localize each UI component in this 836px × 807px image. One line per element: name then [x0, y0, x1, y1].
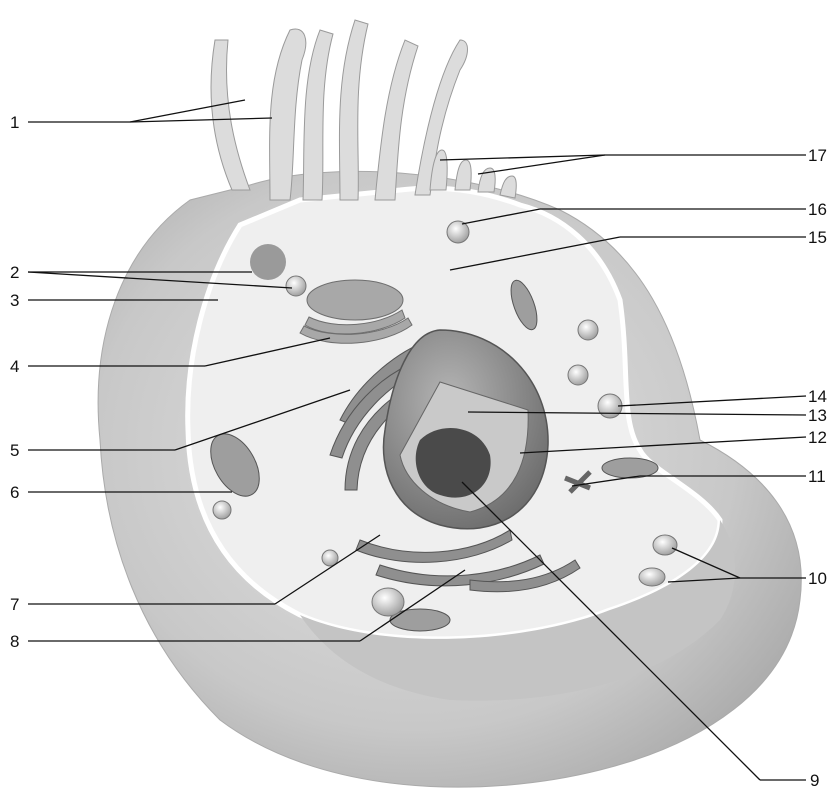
label-16: 16: [808, 200, 827, 219]
label-9: 9: [810, 771, 819, 790]
label-10: 10: [808, 569, 827, 588]
label-2: 2: [10, 263, 19, 282]
label-1: 1: [10, 113, 19, 132]
label-8: 8: [10, 632, 19, 651]
label-14: 14: [808, 387, 827, 406]
label-4: 4: [10, 357, 19, 376]
label-12: 12: [808, 428, 827, 447]
label-11: 11: [808, 467, 826, 486]
label-3: 3: [10, 291, 19, 310]
label-6: 6: [10, 483, 19, 502]
label-15: 15: [808, 228, 827, 247]
label-5: 5: [10, 441, 19, 460]
label-13: 13: [808, 406, 827, 425]
label-7: 7: [10, 595, 19, 614]
label-17: 17: [808, 146, 827, 165]
